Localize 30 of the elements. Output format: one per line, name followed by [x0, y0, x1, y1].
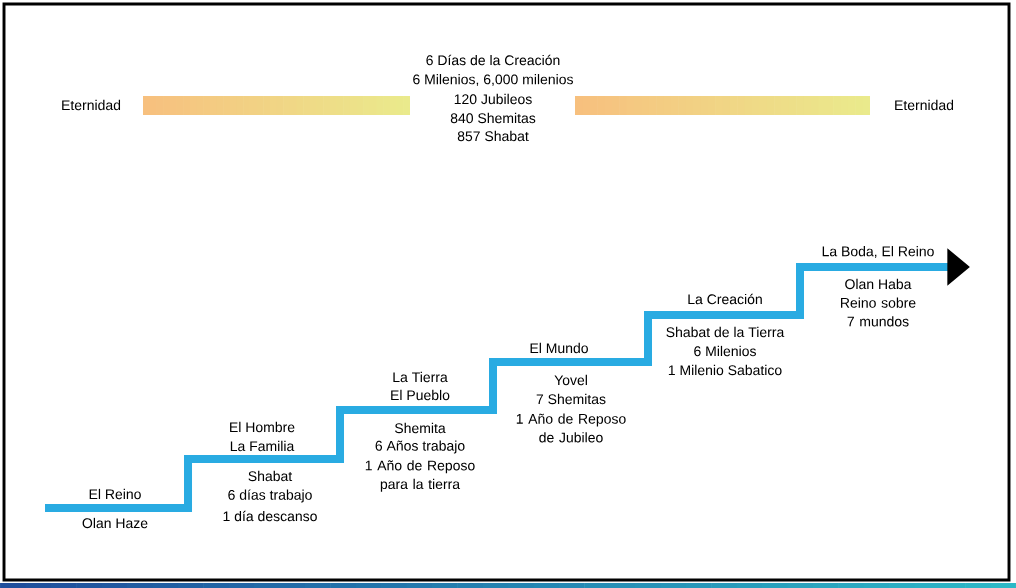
- label: 120 Jubileos: [454, 93, 532, 105]
- label: Reino sobre 7 mundos: [841, 297, 916, 327]
- label: 857 Shabat: [457, 130, 529, 142]
- label: La Boda, El Reino: [822, 246, 934, 258]
- label: Olan Haba: [845, 278, 912, 290]
- label: Shemita: [394, 422, 446, 434]
- label: Shabat: [248, 470, 293, 482]
- label: 1 día descanso: [223, 510, 317, 522]
- label: 6 Milenios, 6,000 milenios: [413, 74, 573, 86]
- label: Eternidad: [62, 99, 121, 111]
- label: 6 Milenios: [694, 345, 756, 357]
- label: 6 Años trabajo: [375, 440, 465, 454]
- label: El Hombre: [230, 421, 295, 433]
- label: 7 Shemitas: [536, 393, 606, 405]
- label: El Reino: [89, 488, 141, 500]
- label: El Mundo: [530, 342, 588, 354]
- label: La Tierra: [393, 371, 448, 383]
- label: Olan Haze: [82, 517, 148, 529]
- label: Yovel: [554, 374, 587, 386]
- label: Eternidad: [895, 99, 954, 111]
- label: La Familia: [230, 440, 295, 452]
- label: 6 días trabajo: [228, 489, 312, 503]
- label: 840 Shemitas: [450, 112, 536, 124]
- label: Shabat de la Tierra: [666, 326, 785, 338]
- label: 1 Milenio Sabatico: [668, 364, 782, 376]
- label: 1 Año de Reposo de Jubileo: [516, 413, 626, 443]
- label: La Creación: [688, 293, 762, 305]
- label: 6 Días de la Creación: [426, 54, 560, 66]
- label: 1 Año de Reposo para la tierra: [365, 460, 475, 492]
- label: El Pueblo: [391, 389, 450, 401]
